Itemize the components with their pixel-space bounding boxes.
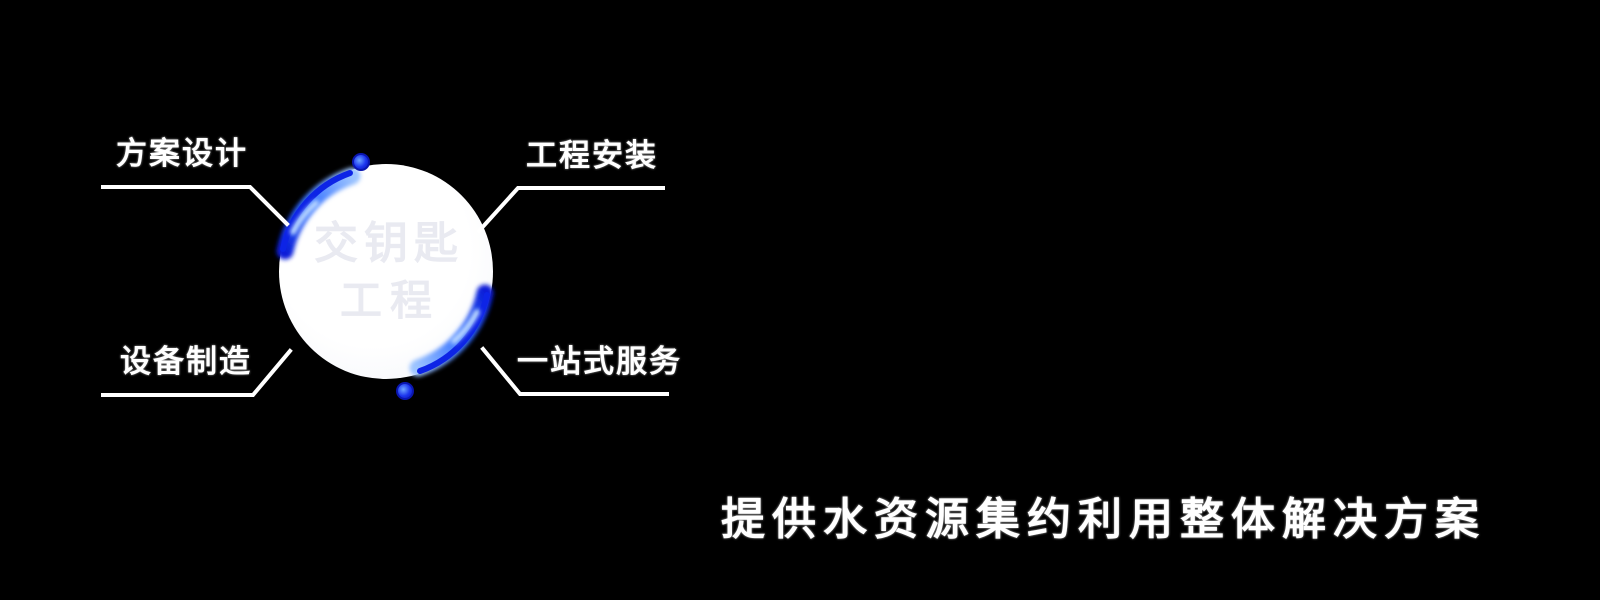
- connector-top-right: [476, 186, 665, 234]
- blue-dot-marker-bottom: [396, 382, 414, 400]
- slogan-text: 提供水资源集约利用整体解决方案: [721, 495, 1486, 544]
- callout-label-top-left: 方案设计: [116, 136, 248, 171]
- callout-label-bottom-left: 设备制造: [120, 344, 252, 379]
- circle-title-line1: 交钥匙: [314, 218, 464, 268]
- turnkey-circle: 交钥匙 工程: [279, 164, 493, 379]
- circle-title-line2: 工程: [339, 276, 440, 324]
- callout-label-top-right: 工程安装: [526, 138, 658, 173]
- connector-top-left: [101, 185, 290, 227]
- callout-label-bottom-right: 一站式服务: [517, 344, 682, 379]
